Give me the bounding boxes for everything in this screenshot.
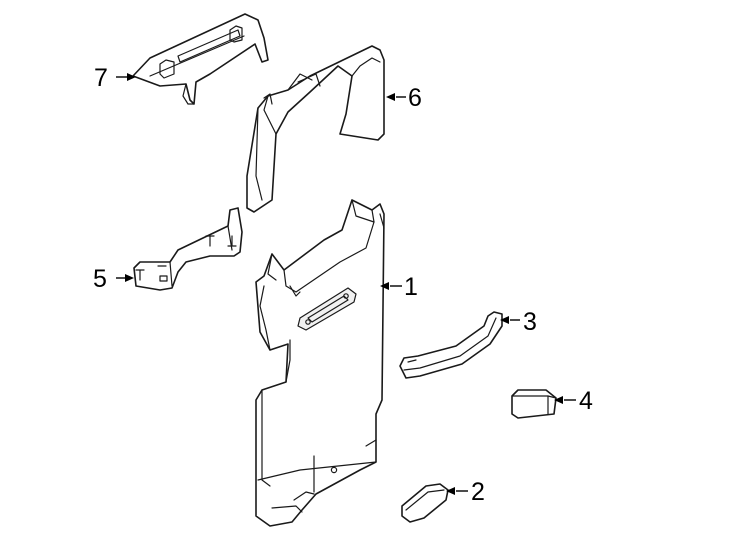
callout-3: 3 — [523, 308, 537, 336]
callout-1: 1 — [404, 273, 418, 301]
part-4-clip — [511, 389, 557, 419]
callout-4: 4 — [579, 387, 593, 415]
part-5-bracket — [133, 207, 243, 291]
callout-2: 2 — [471, 478, 485, 506]
part-2-cap — [401, 483, 449, 523]
callout-5: 5 — [93, 265, 107, 293]
callout-6: 6 — [408, 84, 422, 112]
leader-lines — [116, 73, 576, 495]
part-7-top-bracket — [132, 13, 269, 105]
callout-7: 7 — [94, 64, 108, 92]
part-1-trim-panel — [255, 199, 385, 527]
part-6-pillar-trim — [246, 45, 385, 213]
part-3-grab-handle — [399, 311, 503, 379]
